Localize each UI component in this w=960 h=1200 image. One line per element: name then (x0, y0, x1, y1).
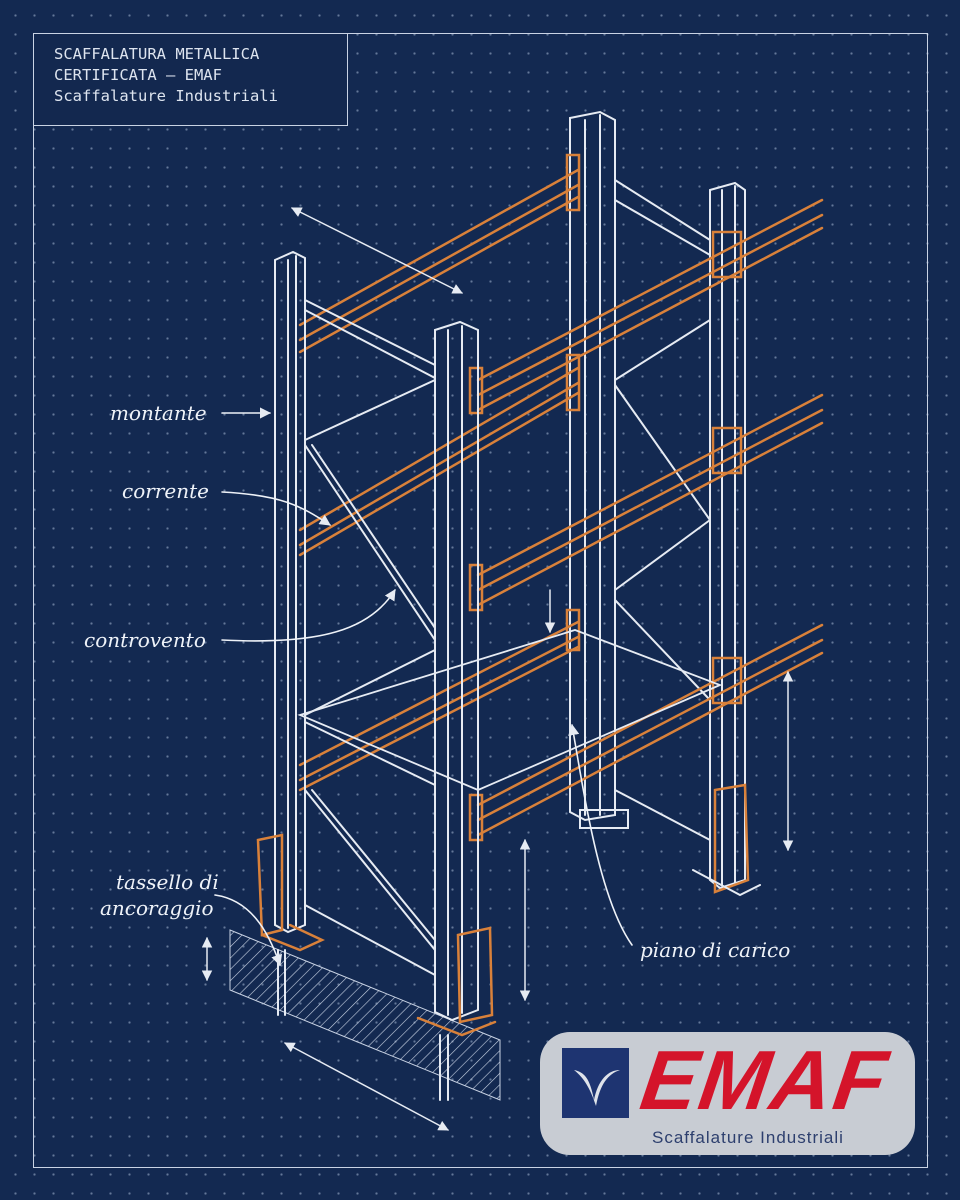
emaf-logo: EMAF Scaffalature Industriali (540, 1032, 915, 1155)
label-piano-di-carico: piano di carico (640, 938, 791, 962)
label-montante: montante (110, 401, 207, 425)
dimension-lines (201, 207, 794, 1131)
back-left-upright (569, 110, 629, 829)
logo-tagline: Scaffalature Industriali (652, 1128, 844, 1147)
label-tassello-1: tassello di (116, 870, 219, 894)
title-line-3: Scaffalature Industriali (54, 87, 278, 105)
leader-lines (214, 407, 633, 967)
beam-left-mid (298, 366, 580, 557)
beam-left-top (298, 168, 580, 354)
load-deck (297, 629, 723, 791)
bird-swoosh-icon (562, 1048, 629, 1118)
beams (298, 153, 824, 842)
label-corrente: corrente (122, 479, 209, 503)
drawing-border (33, 33, 928, 1168)
front-left-upright (256, 250, 325, 1016)
beam-right-top (468, 198, 824, 415)
label-controvento: controvento (84, 628, 206, 652)
title-line-1: SCAFFALATURA METALLICA (54, 45, 260, 63)
beam-right-mid (468, 393, 824, 612)
front-frame-bracing (304, 299, 436, 976)
title-line-2: CERTIFICATA — EMAF (54, 66, 222, 84)
label-tassello-2: ancoraggio (100, 896, 214, 920)
back-frame-bracing (614, 179, 711, 841)
title-block: SCAFFALATURA METALLICA CERTIFICATA — EMA… (33, 33, 348, 126)
back-right-upright (692, 181, 761, 897)
logo-brand: EMAF (635, 1033, 895, 1127)
